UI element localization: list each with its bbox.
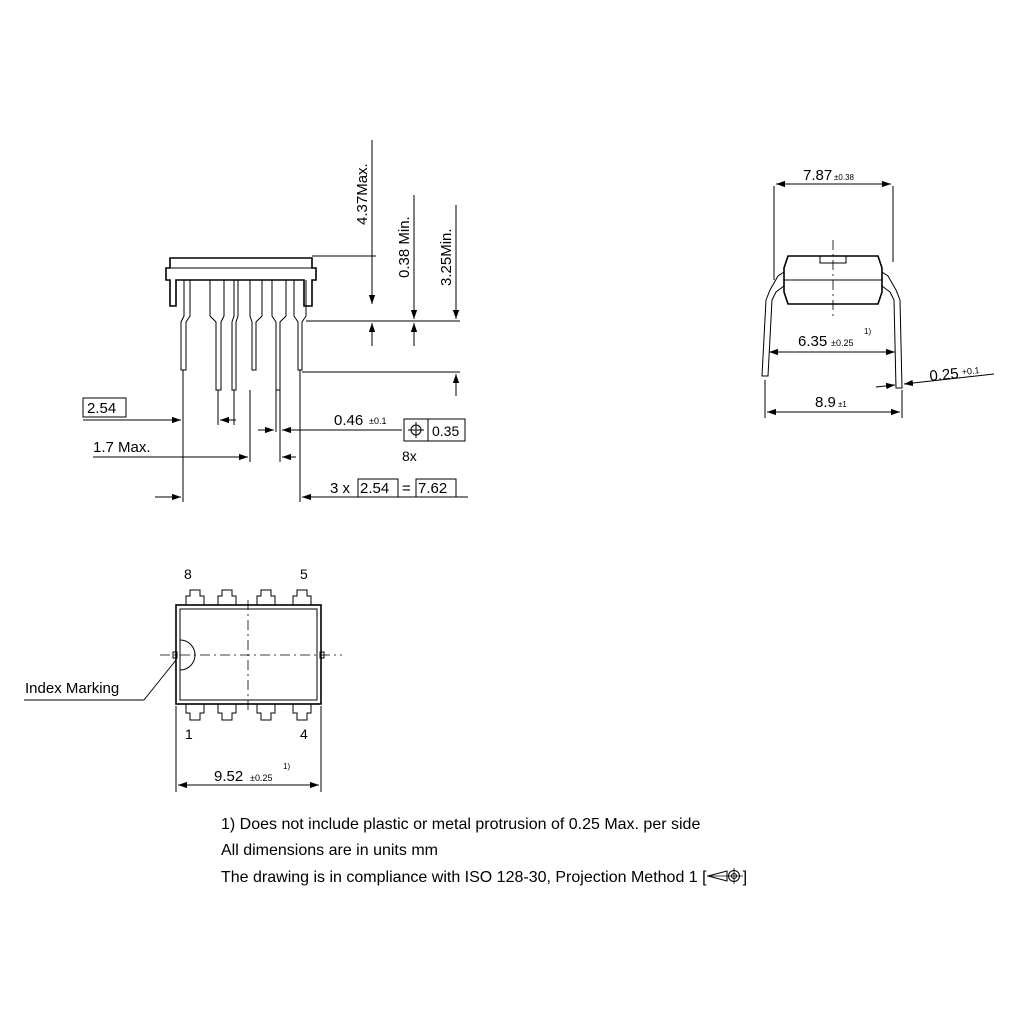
top-view-body [175,604,322,705]
body-width-tol: ±0.38 [834,173,855,182]
pitch-dimension: 2.54 [82,397,236,424]
span-prefix-label: 3 x [330,480,351,497]
top-view-leads-upper [185,589,312,605]
pin-1-label: 1 [185,726,193,742]
pin-5-label: 5 [300,566,308,582]
note-compliance-close: ] [742,869,748,886]
lead-thickness-tol: +0.1 [961,365,980,377]
lead-width-dimension: 0.46 ±0.1 0.35 8x [258,412,466,464]
span-pitch-box [357,478,399,498]
lead-extension-lines [182,370,301,502]
body-length-note: 1) [283,762,290,771]
side-view-leads [180,280,307,391]
row-spacing-tol: ±0.25 [831,338,853,348]
body-width-label: 7.87 [803,167,832,184]
end-view-body [783,240,883,318]
height-max-label: 4.37Max. [354,163,371,225]
note-protrusion: 1) Does not include plastic or metal pro… [221,816,701,833]
lead-width-tol: ±0.1 [369,416,386,426]
shoulder-dimension: 1.7 Max. [93,439,296,461]
side-view: 4.37Max. 0.38 Min. 3.25Min. 2.54 1.7 Max… [82,140,468,502]
span-pitch-label: 2.54 [360,480,389,497]
row-spacing-note: 1) [864,327,871,336]
index-marking-label: Index Marking [25,680,119,697]
span-total-box [415,478,457,498]
side-view-body [165,257,317,307]
pin-4-label: 4 [300,726,308,742]
note-compliance: The drawing is in compliance with ISO 12… [221,868,747,887]
pitch-label: 2.54 [87,400,116,417]
end-view: 7.87 ±0.38 6.35 ±0.25 1) 8.9 ±1 0.25 +0.… [761,167,995,418]
note-compliance-text: The drawing is in compliance with ISO 12… [221,869,707,886]
lead-span-dimension: 3 x 2.54 = 7.62 [155,478,468,501]
shoulder-max-label: 1.7 Max. [93,439,151,456]
pin-8-label: 8 [184,566,192,582]
note-units: All dimensions are in units mm [221,842,438,859]
top-view-leads-lower [185,704,312,721]
row-spacing-label: 6.35 [798,333,827,350]
position-count-label: 8x [402,448,417,464]
seat-height-min-label: 3.25Min. [438,228,455,286]
body-length-label: 9.52 [214,768,243,785]
lead-span-tol: ±1 [838,400,847,409]
standoff-min-label: 0.38 Min. [396,216,413,278]
body-length-tol: ±0.25 [250,773,272,783]
position-symbol-icon [408,422,424,438]
lead-thickness-label: 0.25 [929,365,960,385]
lead-span-label: 8.9 [815,394,836,411]
index-notch [179,639,196,671]
pitch-box [82,397,127,418]
span-equals-label: = [402,480,411,497]
height-dimensions: 4.37Max. 0.38 Min. 3.25Min. [302,140,460,396]
position-tolerance-value: 0.35 [432,423,459,439]
lead-width-label: 0.46 [334,412,363,429]
top-view: 8 5 1 4 Index Marking 9.52 ±0.25 1) [24,566,342,792]
span-total-label: 7.62 [418,480,447,497]
position-tolerance-frame [403,418,466,442]
projection-method-icon [705,868,743,884]
end-view-leads [761,271,903,389]
